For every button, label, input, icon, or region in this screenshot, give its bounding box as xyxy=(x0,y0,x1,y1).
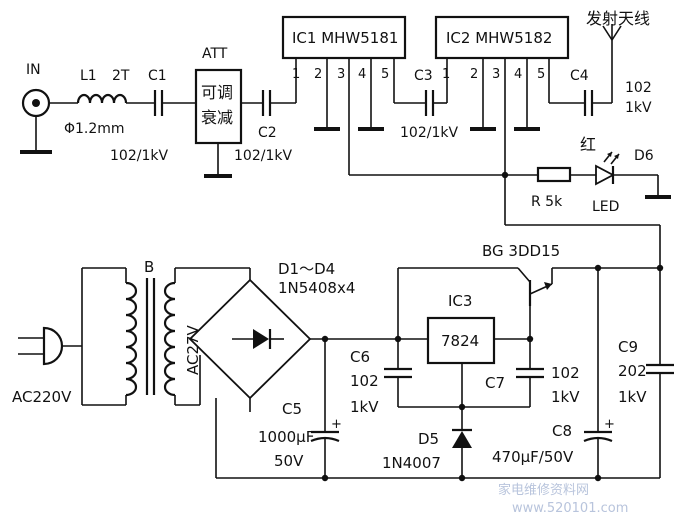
label-att-1: 可调 xyxy=(201,83,233,102)
watermark-text: 家电维修资料网 xyxy=(498,482,589,498)
capacitor-c1 xyxy=(153,90,164,116)
label-in: IN xyxy=(26,62,41,78)
label-c6-val-2: 1kV xyxy=(350,398,379,416)
label-c3-val: 102/1kV xyxy=(400,125,458,141)
transistor-bg xyxy=(397,267,553,339)
diode-d5 xyxy=(452,428,472,478)
label-att: ATT xyxy=(202,46,228,62)
label-l1: L1 xyxy=(80,68,97,84)
attenuator-box xyxy=(194,68,243,145)
capacitor-c8: + xyxy=(583,268,615,478)
label-c7-val-2: 1kV xyxy=(551,388,580,406)
capacitor-c9 xyxy=(646,268,674,478)
label-d5: D5 xyxy=(418,430,439,448)
ic1-pin-3: 3 xyxy=(337,67,345,82)
label-led: LED xyxy=(592,199,619,215)
label-c9: C9 xyxy=(618,338,638,356)
label-ac27: AC27V xyxy=(184,324,202,375)
label-red: 红 xyxy=(580,135,596,154)
inductor-l1 xyxy=(76,93,128,104)
label-c9-val-2: 1kV xyxy=(618,388,647,406)
ic2-pin-1: 1 xyxy=(442,67,450,82)
ic2-module xyxy=(434,15,570,60)
label-c1-val: 102/1kV xyxy=(110,148,168,164)
label-c3: C3 xyxy=(414,68,433,84)
capacitor-c6 xyxy=(384,339,412,407)
capacitor-c7 xyxy=(516,339,544,407)
label-c5-val-1: 1000μF xyxy=(258,428,314,446)
capacitor-c2 xyxy=(261,90,272,116)
antenna-icon xyxy=(602,24,622,41)
label-d6: D6 xyxy=(634,148,654,164)
transformer-b xyxy=(125,268,176,405)
watermark-url: www.520101.com xyxy=(512,501,628,516)
label-c9-val-1: 202 xyxy=(618,362,647,380)
led-d6 xyxy=(595,151,620,186)
ic2-pin-5: 5 xyxy=(537,67,545,82)
label-antenna: 发射天线 xyxy=(586,9,650,28)
ic2-pin-3: 3 xyxy=(492,67,500,82)
ic1-pin-2: 2 xyxy=(314,67,322,82)
label-ic2: IC2 MHW5182 xyxy=(446,29,552,47)
capacitor-c5: + xyxy=(310,339,342,478)
label-l1-turns: 2T xyxy=(112,68,130,84)
ic2-pin-4: 4 xyxy=(514,67,522,82)
label-c6-val-1: 102 xyxy=(350,372,379,390)
svg-text:+: + xyxy=(331,417,342,432)
label-d1d4-part: 1N5408x4 xyxy=(278,279,355,297)
label-c4-val-1: 102 xyxy=(625,80,652,96)
mains-plug xyxy=(18,326,64,366)
capacitor-c4 xyxy=(583,90,594,116)
label-r: R 5k xyxy=(531,194,563,210)
ic1-module xyxy=(281,15,407,60)
label-c4: C4 xyxy=(570,68,589,84)
ic3-regulator xyxy=(426,316,496,365)
label-c8: C8 xyxy=(552,422,572,440)
label-ic3: IC3 xyxy=(448,292,472,310)
label-c7: C7 xyxy=(485,374,505,392)
svg-text:+: + xyxy=(604,417,615,432)
label-ic1: IC1 MHW5181 xyxy=(292,29,398,47)
label-c5-val-2: 50V xyxy=(274,452,304,470)
label-d1d4: D1～D4 xyxy=(278,260,335,278)
ic1-pin-4: 4 xyxy=(358,67,366,82)
ic1-pin-1: 1 xyxy=(292,67,300,82)
label-att-2: 衰减 xyxy=(201,108,233,127)
label-c7-val-1: 102 xyxy=(551,364,580,382)
label-c2-val: 102/1kV xyxy=(234,148,292,164)
label-bg: BG 3DD15 xyxy=(482,242,560,260)
label-ic3-part: 7824 xyxy=(441,332,479,350)
label-ac220: AC220V xyxy=(12,388,72,406)
resistor-r xyxy=(536,166,572,183)
capacitor-c3 xyxy=(424,90,435,116)
label-c6: C6 xyxy=(350,348,370,366)
label-d5-part: 1N4007 xyxy=(382,454,441,472)
label-b: B xyxy=(144,258,154,276)
label-c5: C5 xyxy=(282,400,302,418)
label-c1: C1 xyxy=(148,68,167,84)
label-c4-val-2: 1kV xyxy=(625,100,652,116)
label-c8-val: 470μF/50V xyxy=(492,448,574,466)
label-l1-wire: Φ1.2mm xyxy=(64,121,125,137)
input-connector xyxy=(20,88,52,154)
label-c2: C2 xyxy=(258,125,277,141)
bridge-rectifier xyxy=(188,278,312,400)
ic2-pin-2: 2 xyxy=(470,67,478,82)
ic1-pin-5: 5 xyxy=(381,67,389,82)
